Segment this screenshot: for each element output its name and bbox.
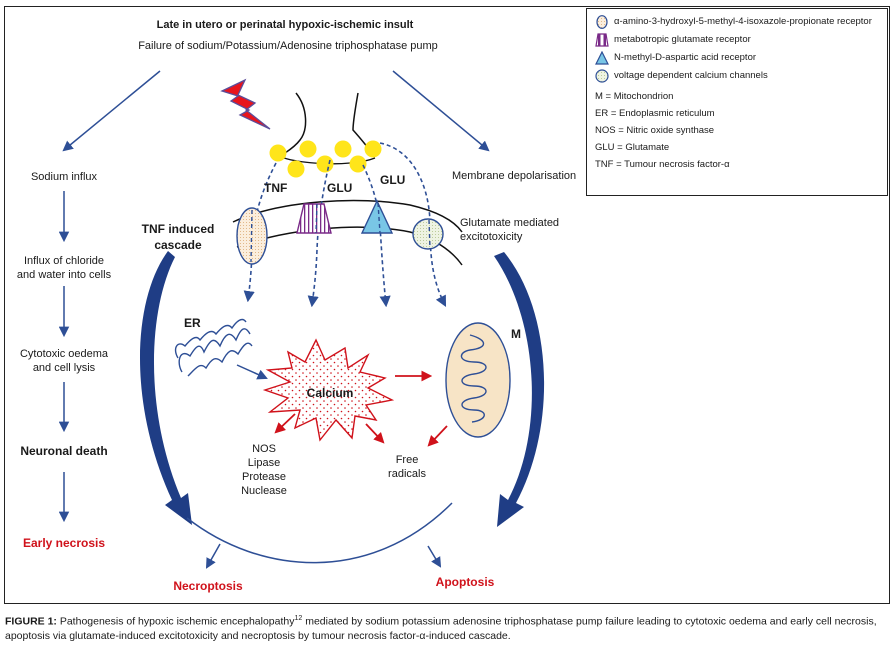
step-neuronal-death: Neuronal death	[20, 444, 108, 458]
calcium-label: Calcium	[306, 386, 354, 400]
label-er: ER	[184, 316, 201, 330]
vesicle	[287, 160, 305, 178]
legend-label: voltage dependent calcium channels	[614, 70, 768, 81]
enzyme-nos: NOS	[252, 443, 276, 455]
label-m: M	[511, 327, 521, 341]
label-tnf: TNF	[264, 181, 288, 195]
vesicle	[364, 140, 382, 158]
step-cytotoxic-oedema-line2: and cell lysis	[32, 362, 96, 374]
legend-item-vdcc: voltage dependent calcium channels	[595, 69, 768, 83]
header-subtitle: Failure of sodium/Potassium/Adenosine tr…	[138, 40, 438, 52]
legend-abbrev-m: M = Mitochondrion	[595, 91, 674, 102]
metabotropic-receptor-icon	[595, 33, 609, 47]
legend-label: N-methyl-D-aspartic acid receptor	[614, 52, 757, 63]
legend: α-amino-3-hydroxyl-5-methyl-4-isoxazole-…	[586, 8, 888, 196]
step-chloride-influx-line2: and water into cells	[16, 269, 112, 281]
lightning-bolt-icon	[220, 78, 271, 130]
arrow-to-apoptosis	[427, 545, 442, 568]
step-cytotoxic-oedema-line1: Cytotoxic oedema	[19, 348, 109, 360]
outcome-apoptosis: Apoptosis	[435, 575, 495, 589]
figure-caption: FIGURE 1: Pathogenesis of hypoxic ischem…	[5, 612, 890, 643]
legend-abbrev-er: ER = Endoplasmic reticulum	[595, 108, 715, 119]
enzyme-lipase: Lipase	[247, 457, 281, 469]
calcium-channel-icon	[595, 69, 609, 83]
legend-item-ampa: α-amino-3-hydroxyl-5-methyl-4-isoxazole-…	[595, 15, 872, 29]
voltage-dependent-calcium-channel	[412, 218, 444, 250]
label-glu-1: GLU	[327, 181, 353, 195]
arrow-er-to-calcium	[236, 364, 268, 380]
legend-item-metabotropic: metabotropic glutamate receptor	[595, 33, 751, 47]
free-radicals-line1: Free	[395, 454, 419, 466]
enzyme-protease: Protease	[241, 471, 287, 483]
dashed-overlay	[377, 202, 381, 234]
legend-label: α-amino-3-hydroxyl-5-methyl-4-isoxazole-…	[614, 16, 872, 27]
postsynaptic-membrane-inner	[236, 226, 463, 266]
caption-label: FIGURE 1:	[5, 615, 57, 628]
legend-label: metabotropic glutamate receptor	[614, 34, 751, 45]
dashed-path-glu-1	[307, 159, 331, 308]
tnf-cascade-arc	[140, 251, 192, 525]
ampa-receptor-icon	[596, 15, 608, 29]
enzyme-nuclease: Nuclease	[241, 485, 287, 497]
nmda-receptor-icon	[595, 51, 609, 65]
legend-abbrev-nos: NOS = Nitric oxide synthase	[595, 125, 715, 136]
calcium-starburst	[262, 338, 395, 442]
arrow-calcium-to-free-radicals	[365, 423, 385, 444]
legend-abbrev-tnf: TNF = Tumour necrosis factor-α	[595, 159, 730, 170]
tnf-cascade-label-line1: TNF induced	[141, 222, 215, 236]
outcome-necroptosis: Necroptosis	[173, 579, 243, 593]
neurotransmitter-vesicles	[269, 140, 382, 178]
vesicle	[299, 140, 317, 158]
dashed-overlay	[315, 203, 318, 234]
legend-abbrev-glu: GLU = Glutamate	[595, 142, 670, 153]
arrow-calcium-to-enzymes	[274, 413, 296, 434]
caption-reference: 12	[294, 615, 303, 622]
vesicle	[334, 140, 352, 158]
excitotoxicity-arc	[494, 252, 545, 527]
arrow-mitochondrion-to-free-radicals	[427, 425, 448, 447]
postsynaptic-membrane-outer	[232, 199, 463, 233]
caption-text-1: Pathogenesis of hypoxic ischemic encepha…	[56, 615, 295, 628]
label-glu-2: GLU	[380, 173, 406, 187]
outcome-curve	[186, 502, 453, 564]
nmda-receptor	[360, 199, 394, 234]
dashed-path-glu-2	[362, 164, 391, 308]
mitochondrion-cristae	[460, 334, 487, 423]
legend-item-nmda: N-methyl-D-aspartic acid receptor	[595, 51, 756, 65]
dashed-overlay	[428, 219, 431, 250]
step-chloride-influx-line1: Influx of chloride	[23, 255, 105, 267]
caption-text-2: mediated by sodium potassium adenosine t…	[5, 615, 877, 642]
arrow-to-membrane-depolarisation	[392, 70, 490, 152]
presynaptic-terminal-right	[352, 92, 371, 151]
step-sodium-influx: Sodium influx	[30, 171, 98, 183]
arrow-to-necroptosis	[205, 543, 221, 569]
step-glutamate-excitotoxicity-line2: excitotoxicity	[460, 231, 523, 243]
dashed-overlay	[250, 209, 253, 263]
endoplasmic-reticulum-icon	[174, 318, 253, 377]
ampa-receptor	[236, 207, 268, 265]
step-membrane-depolarisation: Membrane depolarisation	[452, 170, 577, 182]
arrow-to-sodium-influx	[62, 70, 161, 152]
vesicle	[316, 155, 334, 173]
step-glutamate-excitotoxicity-line1: Glutamate mediated	[460, 217, 560, 229]
vesicle	[269, 144, 287, 162]
header-title: Late in utero or perinatal hypoxic-ische…	[156, 19, 414, 31]
tnf-cascade-label-line2: cascade	[154, 238, 202, 252]
dashed-path-vdcc	[379, 142, 447, 307]
metabotropic-glutamate-receptor	[296, 203, 332, 234]
free-radicals-line2: radicals	[388, 468, 426, 480]
figure-frame	[4, 6, 890, 604]
mitochondrion-icon	[445, 322, 511, 438]
outcome-early-necrosis: Early necrosis	[22, 536, 106, 550]
vesicle	[349, 155, 367, 173]
